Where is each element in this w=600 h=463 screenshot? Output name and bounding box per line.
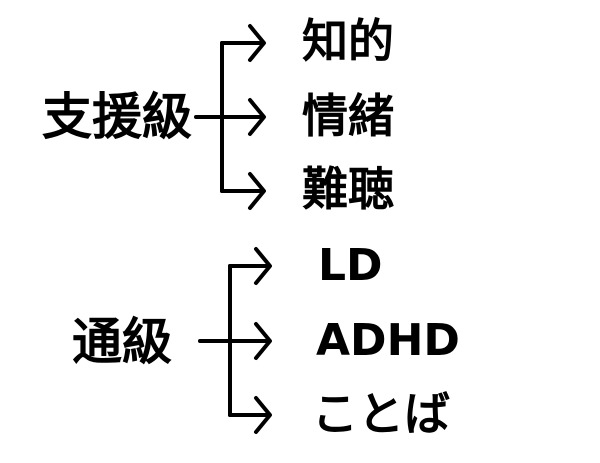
arrow-2-1-head xyxy=(254,247,272,285)
item-label-kotoba: ことば xyxy=(312,387,450,441)
arrow-2-2-head xyxy=(254,322,272,360)
item-label-nancho: 難聴 xyxy=(302,162,394,216)
item-label-adhd: ADHD xyxy=(316,315,460,366)
item-label-chiteki: 知的 xyxy=(302,14,394,68)
category-label-tsukyu: 通級 xyxy=(72,313,172,371)
arrow-1-3-head xyxy=(248,172,266,210)
category-label-shienkyu: 支援級 xyxy=(42,88,192,146)
arrow-2-3-head xyxy=(254,396,272,434)
arrow-1-1-head xyxy=(248,24,266,62)
item-label-jocho: 情緒 xyxy=(302,89,394,143)
item-label-ld: LD xyxy=(318,240,383,291)
arrow-1-2-head xyxy=(248,98,266,136)
